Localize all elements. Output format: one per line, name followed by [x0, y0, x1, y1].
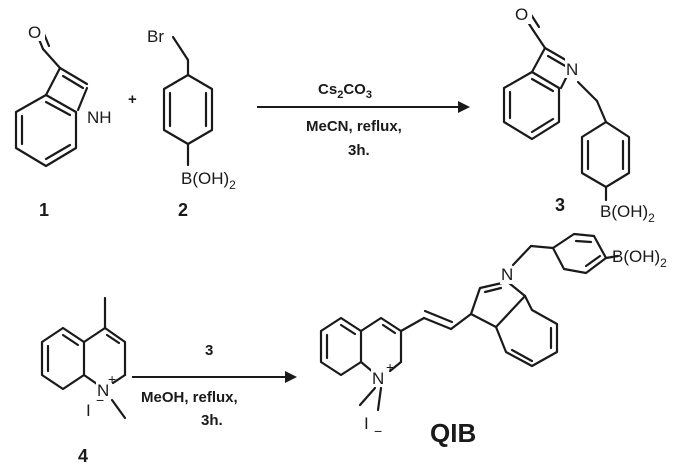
compound-4-structure: N + I −: [40, 296, 127, 420]
boron-group-label: B(OH)2: [600, 202, 655, 225]
bromine-label: Br: [147, 27, 164, 46]
conditions-2-time: 3h.: [201, 412, 223, 429]
oxygen-label: O: [28, 23, 41, 42]
negative-charge: −: [96, 392, 104, 408]
compound-3-structure: O N B(OH)2: [502, 4, 655, 225]
conditions-2-solvent: MeOH, reflux,: [141, 389, 238, 406]
nh-label: NH: [87, 108, 112, 127]
conditions-1-time: 3h.: [348, 142, 370, 159]
reagent-3: 3: [205, 342, 213, 359]
compound-4-number: 4: [78, 446, 88, 466]
positive-charge: +: [386, 359, 394, 375]
nitrogen-label: N: [372, 369, 384, 388]
plus-sign: +: [128, 91, 137, 108]
reaction-arrow-1: [257, 101, 470, 113]
boron-group-label: B(OH)2: [181, 169, 236, 192]
iodide-label: I: [86, 401, 91, 420]
product-name-qib: QIB: [430, 418, 476, 448]
compound-2-number: 2: [178, 200, 188, 220]
nitrogen-label: N: [566, 60, 578, 79]
compound-1-number: 1: [39, 200, 49, 220]
nitrogen-label: N: [501, 265, 513, 284]
negative-charge: −: [374, 423, 382, 439]
qib-structure: N + I − N B(OH)2: [319, 232, 667, 439]
conditions-1-solvent: MeCN, reflux,: [306, 118, 402, 135]
compound-2-structure: Br B(OH)2: [145, 25, 236, 192]
boron-group-label: B(OH)2: [612, 247, 667, 270]
oxygen-label: O: [515, 5, 528, 24]
reagent-cs2co3: Cs2CO3: [318, 81, 372, 101]
nitrogen-label: N: [97, 381, 109, 400]
reaction-arrow-2: [132, 371, 297, 383]
compound-3-number: 3: [555, 195, 565, 215]
compound-1-structure: O NH: [14, 21, 113, 168]
iodide-label: I: [364, 414, 369, 433]
positive-charge: +: [108, 371, 116, 387]
